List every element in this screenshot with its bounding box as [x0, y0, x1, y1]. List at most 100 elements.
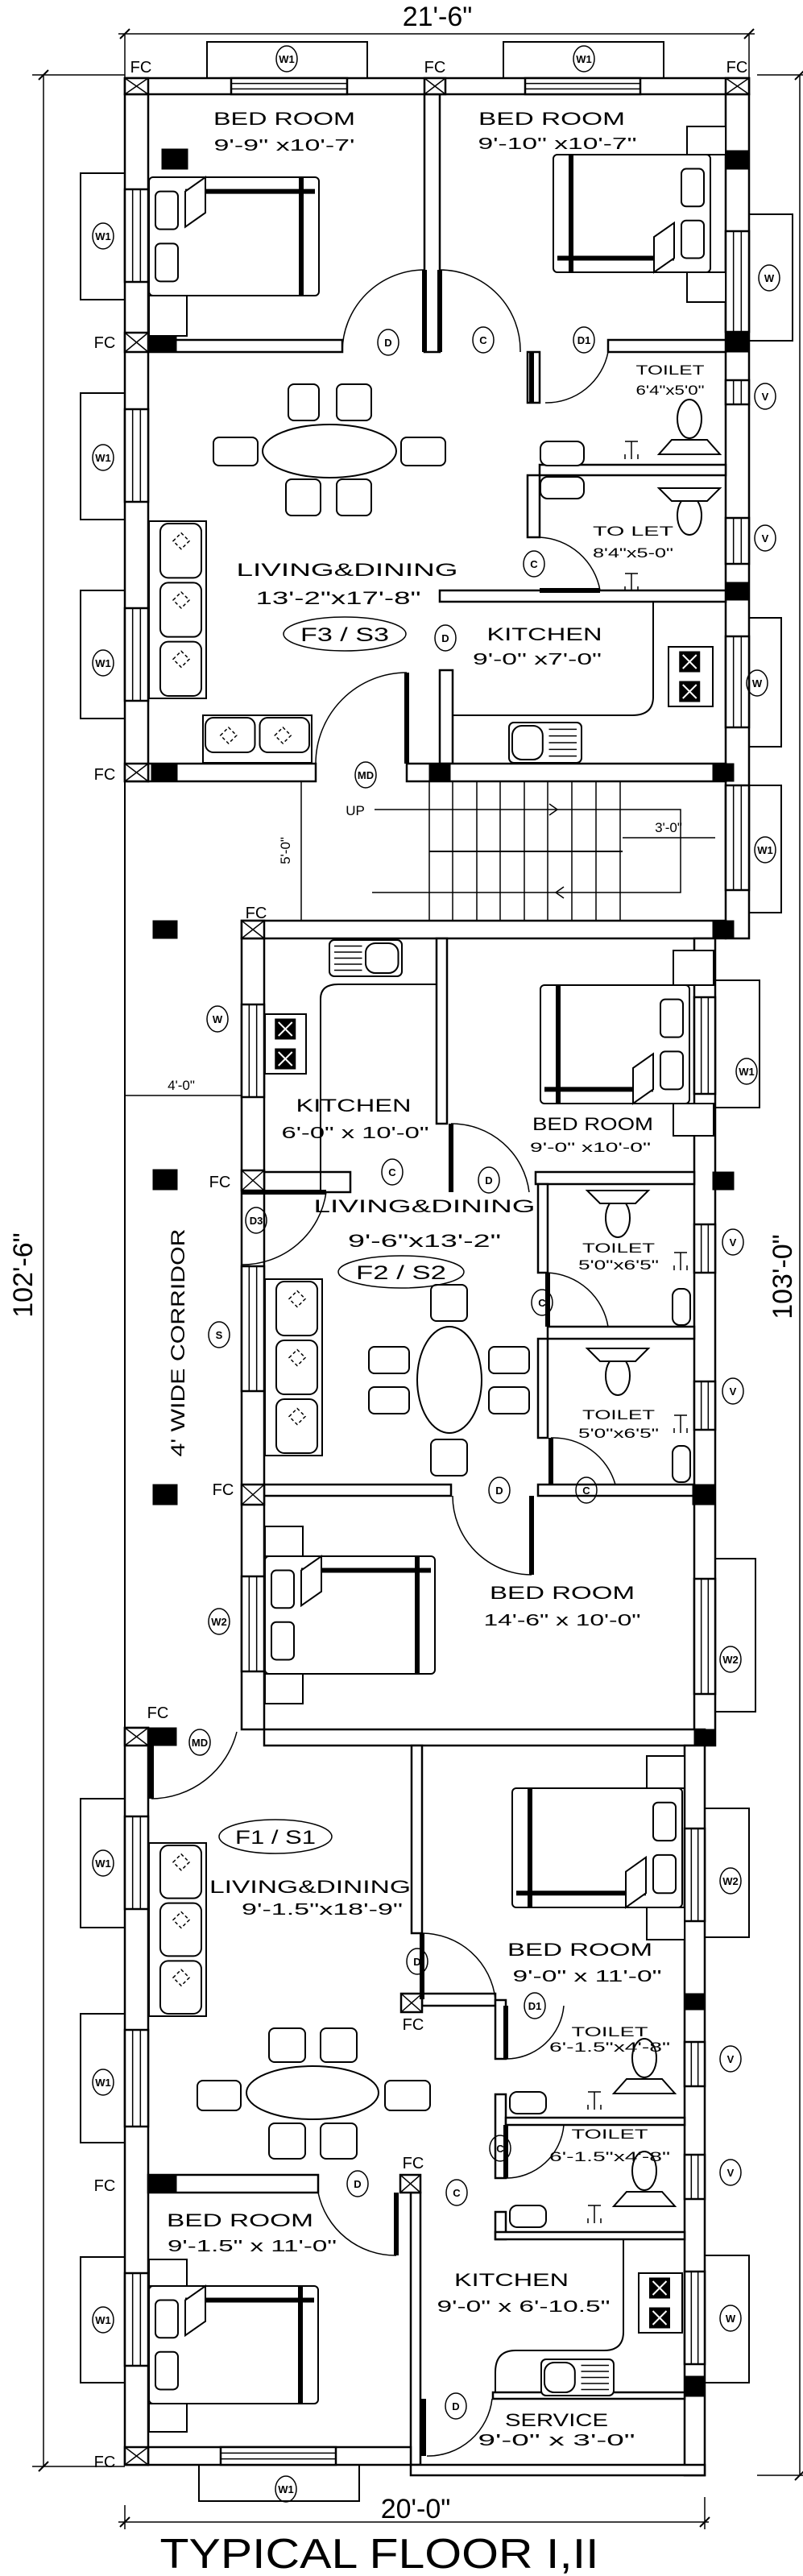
wall — [263, 1170, 352, 1194]
sofa-cushion-mark — [288, 1290, 307, 1308]
room-name-kitchen: KITCHEN — [487, 624, 602, 644]
fc-label: FC — [403, 2016, 424, 2034]
appliance — [540, 2359, 615, 2396]
sofa-cushion — [275, 1281, 318, 1336]
opening-marker: D1 — [573, 326, 595, 354]
opening-circle — [746, 669, 768, 697]
opening-circle — [206, 1005, 229, 1033]
blanket-fold — [653, 221, 675, 274]
door — [449, 1123, 530, 1193]
opening-code: W1 — [95, 2314, 111, 2326]
fc-label: FC — [403, 2155, 424, 2172]
sofa-cushion-mark — [172, 1969, 191, 1987]
wardrobe — [646, 1907, 685, 1940]
window — [724, 379, 751, 406]
window-glass — [700, 997, 710, 1094]
window — [123, 1815, 150, 1911]
fc-shaft — [123, 331, 150, 354]
opening-marker: W1 — [92, 649, 114, 677]
door — [315, 672, 409, 764]
wall — [409, 2191, 422, 2466]
wall — [536, 1483, 696, 1497]
wall — [538, 463, 727, 477]
window-glass — [248, 1266, 258, 1391]
pillow — [155, 2299, 179, 2339]
wc-bowl-icon — [631, 2151, 657, 2191]
opening-marker: C — [489, 2135, 511, 2162]
room-size-bedroom: 9'-1.5" x 11'-0" — [168, 2238, 337, 2255]
wc — [585, 1348, 651, 1396]
fc-label: FC — [209, 1174, 231, 1191]
room-name-kitchen: KITCHEN — [296, 1095, 412, 1116]
opening-code: W1 — [279, 53, 295, 65]
opening-code: C — [479, 334, 487, 346]
basin-icon — [656, 439, 722, 455]
door — [503, 2005, 565, 2060]
wall — [240, 919, 727, 940]
wardrobe — [686, 271, 726, 303]
pillow — [155, 190, 179, 230]
fc-shaft — [724, 77, 751, 96]
opening-marker: C — [575, 1476, 598, 1504]
window-sunshade — [80, 172, 126, 300]
blanket-fold — [184, 2284, 206, 2338]
bucket-icon — [509, 2091, 547, 2114]
column — [147, 2174, 177, 2193]
bed — [148, 2284, 319, 2404]
window-glass — [700, 1381, 710, 1430]
pillow — [652, 1801, 677, 1842]
door-swing-arc — [421, 1932, 496, 2000]
window-sunshade — [80, 392, 126, 520]
window — [683, 1827, 706, 1923]
door-swing-arc — [426, 2398, 493, 2457]
dimension-stair-landing: 5'-0" — [278, 837, 293, 864]
room-size-living: 13'-2"x17'-8" — [256, 588, 421, 608]
window-frame — [123, 408, 150, 503]
opening-marker: V — [754, 383, 776, 410]
opening-code: C — [496, 2143, 504, 2155]
fc-label: FC — [130, 59, 152, 77]
opening-code: V — [730, 1385, 737, 1398]
door-swing-arc — [505, 2005, 565, 2060]
dining-chair — [368, 1386, 410, 1414]
fc-label: FC — [94, 766, 116, 784]
opening-circle — [719, 1646, 742, 1673]
opening-marker: V — [719, 2159, 742, 2186]
room-size-living: 9'-6"x13'-2" — [348, 1231, 501, 1251]
pillow — [155, 2350, 179, 2391]
opening-marker: W — [758, 264, 780, 292]
column — [725, 150, 750, 170]
room-name-living: LIVING&DINING — [314, 1196, 536, 1216]
door-swing-arc — [539, 536, 601, 591]
fc-label: FC — [424, 59, 446, 77]
room-name-toilet: TOILET — [582, 1407, 655, 1423]
tap-icon — [673, 1414, 688, 1433]
appliance-drum — [511, 725, 544, 760]
window-glass — [690, 2042, 699, 2086]
window-sunshade — [714, 979, 760, 1108]
opening-circle — [719, 1867, 742, 1895]
dining-chair — [268, 2027, 306, 2063]
opening-marker: W2 — [719, 1867, 742, 1895]
wall — [420, 1992, 497, 2007]
opening-code: W1 — [739, 1066, 755, 1078]
wc — [656, 487, 722, 536]
door-swing-arc — [505, 2124, 565, 2179]
opening-circle — [754, 383, 776, 410]
burner-cross — [652, 2310, 668, 2325]
dimension-tick — [794, 70, 803, 81]
fc-cross-icon — [241, 920, 265, 939]
sofa-cushion — [159, 582, 202, 638]
window-glass — [131, 608, 142, 701]
dining-chair — [268, 2123, 306, 2160]
wall — [606, 338, 727, 354]
opening-marker: W1 — [92, 444, 114, 471]
burner-cross — [278, 1021, 293, 1037]
unit-tag-outline — [337, 1255, 465, 1289]
column — [151, 763, 178, 782]
opening-code: W1 — [278, 2483, 294, 2495]
opening-circle — [735, 1058, 758, 1085]
window — [724, 516, 751, 565]
room-size-kitchen: 9'-0" x7'-0" — [473, 651, 602, 669]
